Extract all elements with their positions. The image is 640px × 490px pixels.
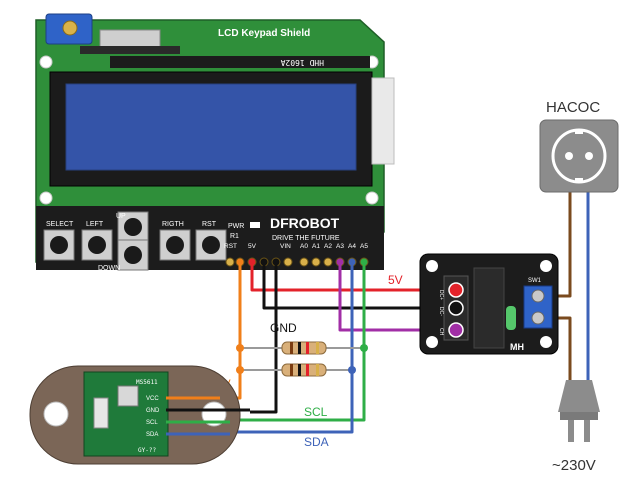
socket-earth-top	[575, 130, 583, 134]
lcd-connector	[110, 56, 370, 68]
pressure-sensor-module: MS5611 VCC GND SCL SDA GY-??	[29, 365, 250, 465]
wires	[220, 186, 590, 434]
wire-scl	[230, 264, 366, 422]
label-rst: RST	[202, 221, 217, 228]
svg-text:A5: A5	[360, 243, 368, 250]
socket-hole-left	[565, 152, 573, 160]
relay-hole	[426, 336, 438, 348]
svg-text:A2: A2	[324, 243, 332, 250]
mains-socket	[539, 119, 619, 193]
socket-label: HACOC	[546, 99, 600, 116]
svg-text:DC+: DC+	[438, 290, 444, 300]
svg-text:CH: CH	[438, 328, 444, 336]
sensor-bottom-mark: GY-??	[138, 447, 156, 454]
pullup-resistor-sda	[281, 363, 327, 377]
shield-title: LCD Keypad Shield	[218, 28, 310, 39]
mount-hole	[39, 55, 53, 69]
svg-text:VIN: VIN	[280, 243, 291, 250]
junction-dots	[236, 344, 368, 374]
label-pwr: PWR	[228, 223, 244, 230]
svg-text:5V: 5V	[248, 243, 257, 250]
wire-5v	[250, 264, 448, 292]
svg-text:A1: A1	[312, 243, 320, 250]
plug-pin-left	[568, 420, 574, 442]
socket-hole-right	[585, 152, 593, 160]
sensor-pin-scl: SCL	[146, 420, 158, 426]
plug-pin-right	[584, 420, 590, 442]
lcd-keypad-shield: LCD Keypad Shield HHD 1602A SELECT LEFT …	[35, 13, 395, 272]
brand-slogan: DRIVE THE FUTURE	[272, 235, 340, 242]
mains-plug	[558, 380, 600, 442]
label-gnd: GND	[270, 321, 297, 335]
label-down: DOWN	[98, 265, 120, 272]
mount-hole	[39, 191, 53, 205]
relay-ssr-body	[473, 267, 505, 349]
terminal-screw	[531, 311, 545, 325]
relay-hole	[540, 336, 552, 348]
sensor-connector	[93, 397, 109, 429]
relay-module: DC+ DC- CH MH SW1	[419, 253, 559, 355]
label-sda: SDA	[304, 435, 329, 449]
label-5v: 5V	[388, 273, 403, 287]
label-select: SELECT	[46, 221, 74, 228]
pot-screw	[62, 20, 78, 36]
plug-label: ~230V	[552, 457, 596, 474]
svg-text:A4: A4	[348, 243, 356, 250]
sensor-chip	[117, 385, 139, 407]
label-right: RIGTH	[162, 221, 184, 228]
relay-switch-label: SW1	[528, 278, 542, 284]
mount-hole	[365, 191, 379, 205]
plug-face	[560, 412, 598, 420]
sensor-hole-left	[43, 401, 69, 427]
svg-text:RST: RST	[224, 243, 237, 250]
relay-fuse	[506, 306, 516, 330]
wire-gnd-relay	[262, 264, 448, 310]
sensor-pin-gnd: GND	[146, 408, 160, 414]
sensor-pin-vcc: VCC	[146, 396, 159, 402]
relay-mark: MH	[510, 342, 524, 352]
label-scl: SCL	[304, 405, 328, 419]
lcd-backlight	[371, 77, 395, 165]
plug-body	[558, 380, 600, 412]
svg-text:DC-: DC-	[438, 307, 444, 316]
relay-pin-dc-minus	[448, 300, 464, 316]
sensor-chip-label: MS5611	[136, 379, 158, 386]
wire-sda	[230, 264, 354, 434]
label-up: UP	[116, 213, 126, 220]
header-pin-labels: RST 5V VIN A0 A1 A2 A3 A4 A5	[224, 243, 368, 250]
relay-pin-ch	[448, 322, 464, 338]
sensor-hole-right	[201, 401, 227, 427]
relay-pin-dc-plus	[448, 282, 464, 298]
keypad-buttons	[43, 211, 227, 271]
label-r1: R1	[230, 233, 239, 240]
lcd-screen	[65, 83, 357, 171]
relay-hole	[540, 260, 552, 272]
lcd-model-label: HHD 1602A	[280, 58, 324, 67]
brand-logo: DFROBOT	[270, 215, 340, 231]
svg-text:A3: A3	[336, 243, 344, 250]
svg-text:A0: A0	[300, 243, 308, 250]
top-pin-header	[80, 29, 180, 54]
socket-earth-bottom	[575, 178, 583, 182]
wire-gnd-sensor	[250, 264, 278, 414]
pwr-led	[250, 222, 260, 228]
terminal-screw	[531, 289, 545, 303]
pullup-resistor-scl	[281, 341, 327, 355]
relay-hole	[426, 260, 438, 272]
label-left: LEFT	[86, 221, 104, 228]
wire-ch	[338, 264, 448, 332]
sensor-pin-sda: SDA	[146, 432, 158, 438]
